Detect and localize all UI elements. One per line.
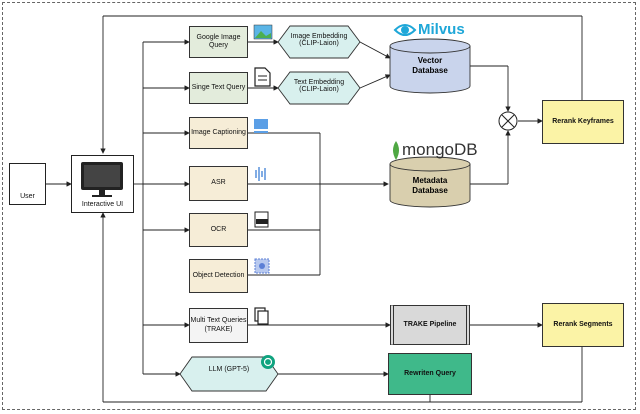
ocr-icon — [254, 211, 269, 228]
text-embedding-label: Text Embedding (CLIP-Laion) — [293, 79, 345, 93]
multi-document-icon — [254, 307, 269, 325]
trake-pipeline-label: TRAKE Pipeline — [403, 320, 457, 328]
rewritten-query-label: Rewriten Query — [404, 369, 456, 377]
vector-database-label: Vector Database — [412, 56, 448, 75]
llm-label: LLM (GPT-5) — [208, 366, 250, 373]
interactive-ui-box: Interactive UI — [71, 155, 134, 213]
object-detection-label: Object Detection — [192, 271, 245, 279]
monitor-icon — [81, 162, 123, 197]
diagram-frame — [2, 2, 636, 410]
metadata-database-label: Metadata Database — [412, 176, 448, 195]
ocr-box: OCR — [189, 213, 248, 247]
document-icon — [254, 67, 271, 87]
multi-text-queries-box: Multi Text Queries (TRAKE) — [189, 308, 248, 343]
user-label: User — [20, 192, 35, 200]
interactive-ui-label: Interactive UI — [81, 200, 124, 208]
metadata-database-cylinder — [389, 156, 471, 208]
rerank-segments-box: Rerank Segments — [542, 303, 624, 347]
single-text-query-box: Singe Text Query — [189, 72, 248, 104]
sound-wave-icon — [255, 167, 266, 181]
image-embedding-label: Image Embedding (CLIP-Laion) — [290, 33, 348, 47]
asr-label: ASR — [211, 179, 226, 187]
trake-pipeline-box: TRAKE Pipeline — [390, 305, 470, 345]
image-captioning-box: Image Captioning — [189, 117, 248, 149]
multi-text-queries-label: Multi Text Queries (TRAKE) — [190, 317, 247, 333]
object-detection-icon — [254, 258, 270, 274]
single-text-query-label: Singe Text Query — [191, 83, 246, 91]
user-box: User — [9, 163, 46, 205]
ocr-label: OCR — [210, 225, 227, 233]
llm-hex — [179, 356, 279, 392]
milvus-logo-icon — [393, 24, 417, 36]
mongodb-logo-text: mongoDB — [402, 140, 478, 159]
image-icon — [253, 24, 273, 40]
asr-box: ASR — [189, 166, 248, 201]
rerank-keyframes-label: Rerank Keyframes — [552, 117, 614, 125]
milvus-logo-text: Milvus — [418, 21, 465, 38]
image-captioning-label: Image Captioning — [191, 128, 246, 136]
image-embedding-hex — [277, 25, 361, 59]
object-detection-box: Object Detection — [189, 259, 248, 293]
rewritten-query-box: Rewriten Query — [388, 353, 472, 395]
google-image-query-label: Google Image Query — [196, 33, 241, 49]
image-caption-icon — [254, 119, 268, 133]
combine-node — [498, 111, 518, 131]
vector-database-cylinder — [389, 38, 471, 94]
chatgpt-icon — [261, 355, 275, 369]
google-image-query-box: Google Image Query — [189, 26, 248, 58]
mongodb-leaf-icon — [393, 141, 399, 160]
rerank-segments-label: Rerank Segments — [553, 320, 613, 328]
rerank-keyframes-box: Rerank Keyframes — [542, 100, 624, 144]
text-embedding-hex — [277, 71, 361, 105]
